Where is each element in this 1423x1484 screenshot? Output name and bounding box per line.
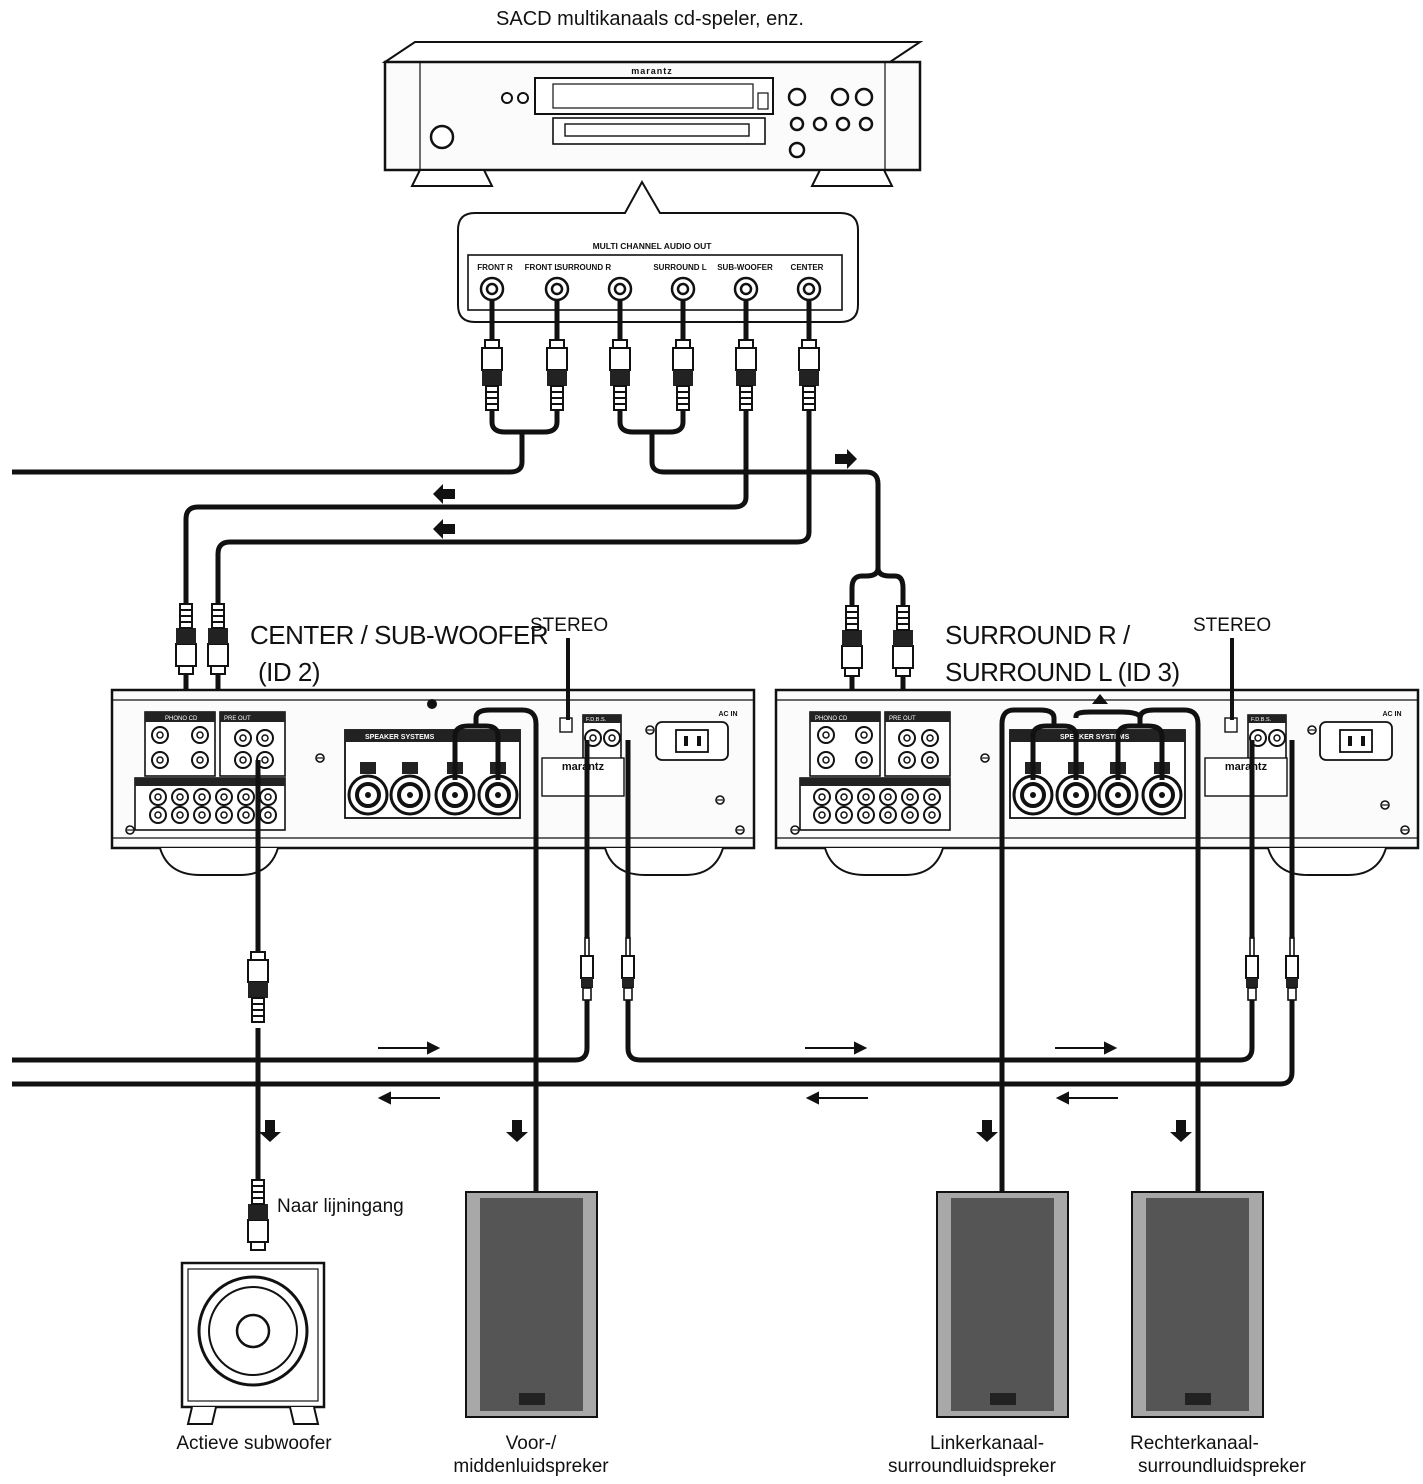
fdbs-cables [12, 740, 1295, 1087]
out-surround-r-label: SURROUND R [557, 263, 611, 272]
right-surround-speaker [1131, 1191, 1264, 1418]
amp-right-rear-panel: PHONO CD PRE OUT SPEAKER SYSTEMS F.D.B.S… [774, 688, 1420, 876]
player-rca-plugs [481, 339, 820, 411]
out-front-r-label: FRONT R [477, 263, 513, 272]
arrow-down-icon [976, 1120, 998, 1142]
out-subwoofer-label: SUB-WOOFER [717, 263, 773, 272]
amp-left-title-line1: CENTER / SUB-WOOFER [250, 620, 549, 650]
left-surround-speaker [936, 1191, 1069, 1418]
player-brand-logo: marantz [631, 66, 673, 76]
right-surround-caption-line2: surroundluidspreker [1138, 1456, 1306, 1477]
player-cables [12, 300, 906, 610]
speaker-systems-label: SPEAKER SYSTEMS [365, 734, 435, 741]
arrow-left-icon [433, 484, 455, 504]
amp-left-title-line2: (ID 2) [258, 657, 321, 687]
arrow-right-icon [835, 449, 857, 469]
amp-right-title-line2: SURROUND L (ID 3) [945, 657, 1180, 687]
out-surround-l-label: SURROUND L [653, 263, 706, 272]
left-surround-caption-line1: Linkerkanaal- [929, 1433, 1045, 1454]
amp-left-brand: marantz [562, 761, 605, 773]
out-center-label: CENTER [791, 263, 824, 272]
speaker-wires [452, 707, 1201, 1192]
panel-title: MULTI CHANNEL AUDIO OUT [593, 241, 713, 251]
left-surround-caption-line2: surroundluidspreker [888, 1456, 1056, 1477]
speaker-systems-label: SPEAKER SYSTEMS [1060, 734, 1130, 741]
right-surround-caption-line1: Rechterkanaal- [1130, 1433, 1259, 1454]
front-center-caption-line1: Voor-/ [505, 1433, 557, 1454]
arrow-down-icon [506, 1120, 528, 1142]
flow-arrows-thin [377, 1041, 1118, 1105]
arrow-down-icon [259, 1120, 281, 1142]
amp-left-stereo-label: STEREO [530, 615, 609, 636]
pre-out-label: PRE OUT [889, 716, 916, 722]
fdbs-label: F.D.B.S. [1251, 717, 1272, 723]
front-center-caption: Voor-/ middenluidspreker [421, 1432, 641, 1478]
down-arrows [259, 1120, 1192, 1142]
front-center-speaker [465, 1191, 598, 1418]
phono-cd-label: PHONO CD [165, 716, 198, 722]
amp-right-title-line1: SURROUND R / [945, 620, 1130, 650]
pre-out-label: PRE OUT [224, 716, 251, 722]
amp-right-stereo-label: STEREO [1193, 615, 1272, 636]
fdbs-label: F.D.B.S. [586, 717, 607, 723]
diagram-title: SACD multikanaals cd-speler, enz. [496, 8, 804, 30]
flow-arrows-bold [433, 449, 857, 539]
arrow-down-icon [1170, 1120, 1192, 1142]
left-surround-caption: Linkerkanaal- surroundluidspreker [862, 1432, 1082, 1478]
amp-left-rear-panel: PHONO CD PRE OUT SPEAKER SYSTEMS F.D.B.S… [110, 688, 756, 876]
phono-cd-label: PHONO CD [815, 716, 848, 722]
fdbs-mini-jacks [580, 937, 1299, 1001]
line-input-label: Naar lijningang [277, 1196, 404, 1217]
sacd-player: marantz [381, 41, 924, 187]
ac-in-label: AC IN [718, 711, 737, 718]
ac-in-label: AC IN [1382, 711, 1401, 718]
subwoofer-caption: Actieve subwoofer [176, 1433, 332, 1454]
arrow-left-icon [433, 519, 455, 539]
multichannel-out-panel: MULTI CHANNEL AUDIO OUT FRONT R FRONT L … [457, 179, 859, 323]
active-subwoofer [180, 1261, 326, 1425]
front-center-caption-line2: middenluidspreker [453, 1456, 609, 1477]
amp-right-brand: marantz [1225, 761, 1268, 773]
right-surround-caption: Rechterkanaal- surroundluidspreker [1112, 1432, 1332, 1478]
out-front-l-label: FRONT L [525, 263, 560, 272]
